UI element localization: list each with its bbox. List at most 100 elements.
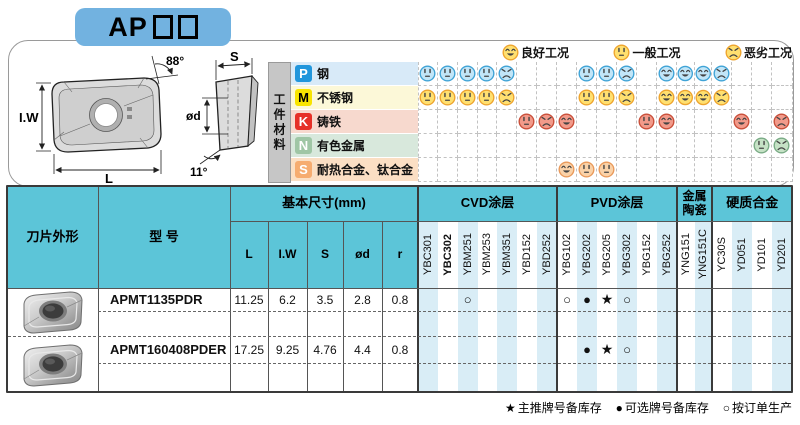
series-title: AP xyxy=(75,8,231,46)
condition-cell xyxy=(437,62,458,86)
condition-cell xyxy=(732,158,753,182)
condition-cell xyxy=(617,110,637,134)
grade-column-stripe xyxy=(617,221,637,393)
sad-face-icon xyxy=(618,65,635,82)
condition-cell xyxy=(497,62,518,86)
table-line xyxy=(98,186,99,393)
smile-face-icon xyxy=(558,113,575,130)
grade-column-header: YNG151 xyxy=(677,221,695,288)
smile-face-icon xyxy=(658,89,675,106)
condition-cell xyxy=(497,134,518,158)
grade-column-header: YBG102 xyxy=(557,221,577,288)
grade-column-header: YBM251 xyxy=(458,221,478,288)
condition-cell xyxy=(694,158,712,182)
condition-cell xyxy=(657,110,677,134)
column-header-dimensions: 基本尺寸(mm) xyxy=(282,195,366,211)
section-divider xyxy=(711,186,713,393)
condition-cell xyxy=(537,134,557,158)
sad-face-icon xyxy=(498,65,515,82)
dim-label-s: S xyxy=(230,52,239,64)
condition-cell xyxy=(557,158,577,182)
neutral-face-icon xyxy=(613,44,630,61)
condition-cell xyxy=(637,62,657,86)
sad-face-icon xyxy=(618,89,635,106)
grid-left-edge xyxy=(418,62,419,182)
condition-cell xyxy=(677,134,695,158)
condition-cell xyxy=(477,158,498,182)
grade-name: YBG302 xyxy=(621,233,633,276)
series-title-text: AP xyxy=(108,11,148,42)
stock-legend: ★主推牌号备库存●可选牌号备库存○按订单生产 xyxy=(505,399,792,416)
grade-column-header: YBG302 xyxy=(617,221,637,288)
grade-column-header: YNG151C xyxy=(695,221,713,288)
condition-cell xyxy=(437,86,458,110)
condition-cell xyxy=(712,134,733,158)
stock-legend-item: ●可选牌号备库存 xyxy=(616,399,709,416)
neutral-face-icon xyxy=(459,89,476,106)
condition-cell xyxy=(712,86,733,110)
condition-cell xyxy=(418,62,438,86)
condition-cell xyxy=(457,62,478,86)
K-material-icon: K xyxy=(295,113,312,130)
condition-cell xyxy=(712,158,733,182)
insert-drawing: I.W L 88° S ød 11° xyxy=(19,52,259,184)
grade-column-stripe xyxy=(418,221,438,393)
condition-cell xyxy=(577,62,597,86)
title-box-glyph xyxy=(152,15,173,39)
condition-cell xyxy=(577,134,597,158)
condition-cell xyxy=(577,110,597,134)
insert-photo xyxy=(23,291,83,334)
grade-column-stripe xyxy=(537,221,557,393)
condition-cell xyxy=(517,134,538,158)
legend-item-label: 恶劣工况 xyxy=(743,45,792,60)
smile-face-icon xyxy=(502,44,519,61)
dim-value: 4.4 xyxy=(354,342,371,357)
grade-column-header: YBC301 xyxy=(418,221,438,288)
dim-value: 2.8 xyxy=(354,292,371,307)
condition-cell xyxy=(418,158,438,182)
condition-cell xyxy=(577,86,597,110)
condition-cell xyxy=(772,134,793,158)
condition-cell xyxy=(457,158,478,182)
condition-cell xyxy=(694,134,712,158)
grade-name: YBG205 xyxy=(601,233,613,276)
smile-face-icon xyxy=(658,65,675,82)
dim-value: 0.8 xyxy=(391,342,409,357)
sad-face-icon xyxy=(725,44,742,61)
neutral-face-icon xyxy=(578,89,595,106)
stock-symbol: ★ xyxy=(505,400,516,415)
column-header-dim-I.W: I.W xyxy=(278,246,297,261)
dim-value: 9.25 xyxy=(275,342,300,357)
stock-symbol: ○ xyxy=(722,400,730,415)
legend-item: 恶劣工况 xyxy=(725,44,792,61)
S-material-icon: S xyxy=(295,161,312,178)
condition-cell xyxy=(677,158,695,182)
condition-cell xyxy=(637,134,657,158)
condition-cell xyxy=(712,62,733,86)
condition-cell xyxy=(657,134,677,158)
section-header-1: PVD涂层 xyxy=(590,195,644,211)
row-group-divider xyxy=(8,336,791,337)
grade-column-header: YD201 xyxy=(772,221,792,288)
condition-cell xyxy=(772,110,793,134)
column-header-model: 型 号 xyxy=(149,228,179,244)
circle-availability-mark: ○ xyxy=(623,342,631,357)
condition-cell xyxy=(537,110,557,134)
smile-face-icon xyxy=(677,89,694,106)
condition-cell xyxy=(597,86,617,110)
section-divider xyxy=(676,186,678,393)
condition-cell xyxy=(772,86,793,110)
condition-cell xyxy=(752,134,773,158)
section-divider xyxy=(417,186,419,393)
condition-cell xyxy=(677,86,695,110)
smile-face-icon xyxy=(733,113,750,130)
dim-label-iw: I.W xyxy=(19,110,39,125)
grade-column-stripe xyxy=(457,221,478,393)
grade-name: YD101 xyxy=(756,237,769,272)
table-line xyxy=(7,288,793,289)
dim-label-angle-top: 88° xyxy=(166,54,184,68)
sad-face-icon xyxy=(498,89,515,106)
condition-cell xyxy=(752,62,773,86)
